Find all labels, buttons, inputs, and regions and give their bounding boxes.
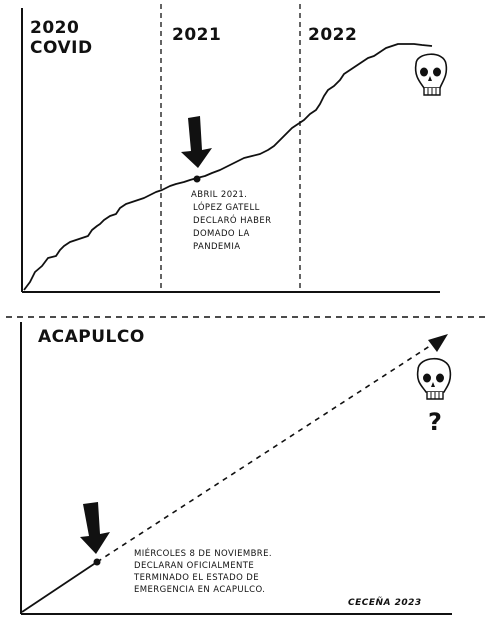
question-mark: ? xyxy=(428,408,442,436)
down-arrow-icon xyxy=(80,502,110,554)
arrow-head-icon xyxy=(428,334,448,352)
marker-dot xyxy=(93,558,101,566)
skull-icon xyxy=(416,357,452,400)
solid-trend-segment xyxy=(21,561,98,613)
year-label-2020: 2020 xyxy=(30,18,79,38)
dashed-projection-line xyxy=(96,341,437,563)
bottom-annotation: MIÉRCOLES 8 DE NOVIEMBRE. DECLARAN OFICI… xyxy=(133,547,275,595)
acapulco-title: ACAPULCO xyxy=(38,327,145,347)
top-panel: 2020 COVID 2021 2022 ABRIL 2021. LÓPEZ G… xyxy=(21,4,448,293)
top-annotation: ABRIL 2021. LÓPEZ GATELL DECLARÓ HABER D… xyxy=(191,190,275,252)
artist-signature: CECEÑA 2023 xyxy=(348,597,422,608)
year-label-2022: 2022 xyxy=(308,25,357,45)
bottom-panel: ACAPULCO MIÉRCOLES 8 DE NOVIEMBRE. DECLA… xyxy=(20,322,452,615)
skull-icon xyxy=(414,53,448,96)
marker-dot xyxy=(193,175,201,183)
down-arrow-icon xyxy=(181,116,212,168)
covid-label: COVID xyxy=(30,38,93,58)
cumulative-deaths-line xyxy=(23,43,433,291)
year-label-2021: 2021 xyxy=(172,25,221,45)
